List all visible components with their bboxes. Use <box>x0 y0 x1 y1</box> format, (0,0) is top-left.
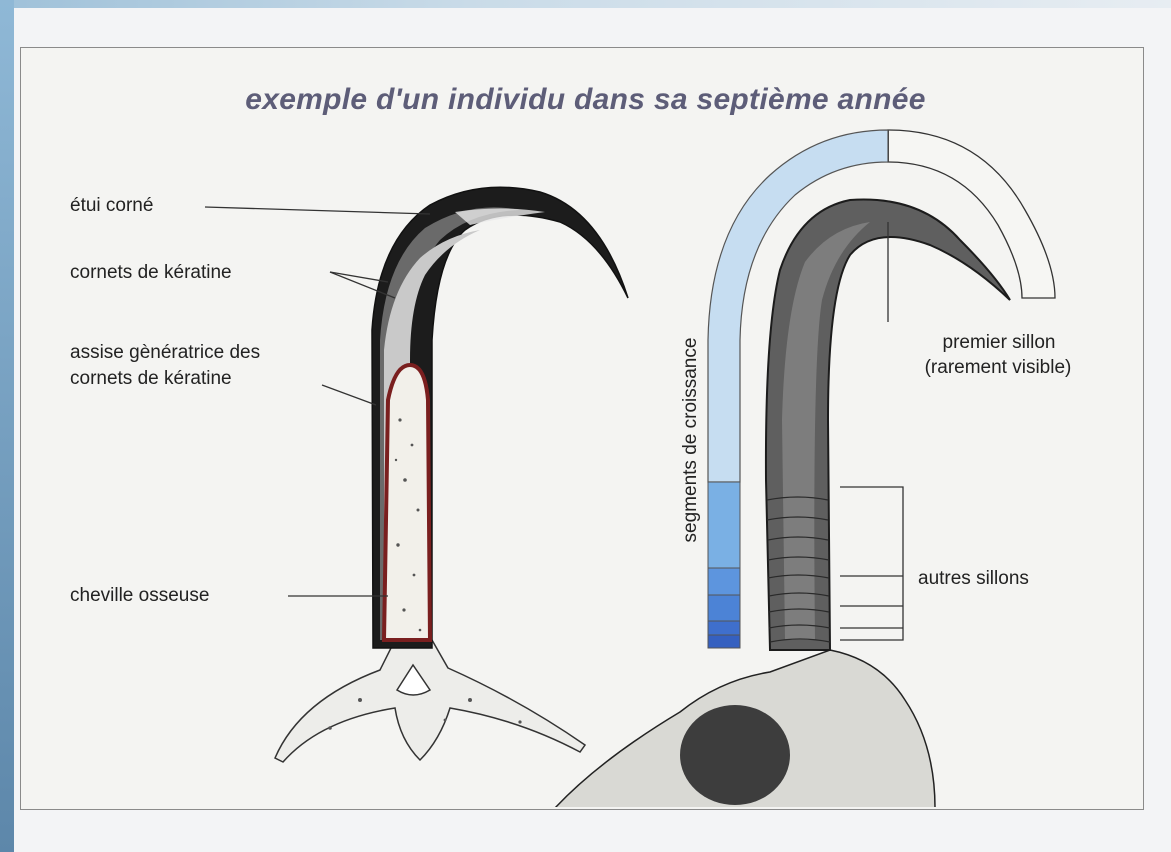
skull-base-section <box>275 640 585 762</box>
leader-assise <box>322 385 376 405</box>
label-premier-sillon-note: (rarement visible) <box>886 355 1110 380</box>
horn-cross-section <box>275 187 628 762</box>
bone-core <box>384 365 430 640</box>
leader-etui <box>205 207 430 214</box>
growth-segment-year2 <box>708 482 740 568</box>
leader-autres-bracket <box>840 487 903 640</box>
label-etui-corne: étui corné <box>70 193 153 218</box>
growth-segment-year4 <box>708 595 740 621</box>
label-cornets-keratine: cornets de kératine <box>70 260 232 285</box>
growth-segment-year6 <box>708 635 740 648</box>
label-assise-line1: assise gènératrice des <box>70 340 260 365</box>
label-cheville-osseuse: cheville osseuse <box>70 583 209 608</box>
label-premier-sillon: premier sillon <box>901 330 1097 355</box>
eye-socket <box>680 705 790 805</box>
label-segments-croissance: segments de croissance <box>678 290 703 590</box>
leader-cornets-a <box>330 272 388 282</box>
horn-external-view <box>555 130 1055 808</box>
growth-segment-year5 <box>708 621 740 635</box>
label-assise-line2: cornets de kératine <box>70 366 232 391</box>
label-autres-sillons: autres sillons <box>918 566 1029 591</box>
growth-segment-year3 <box>708 568 740 595</box>
